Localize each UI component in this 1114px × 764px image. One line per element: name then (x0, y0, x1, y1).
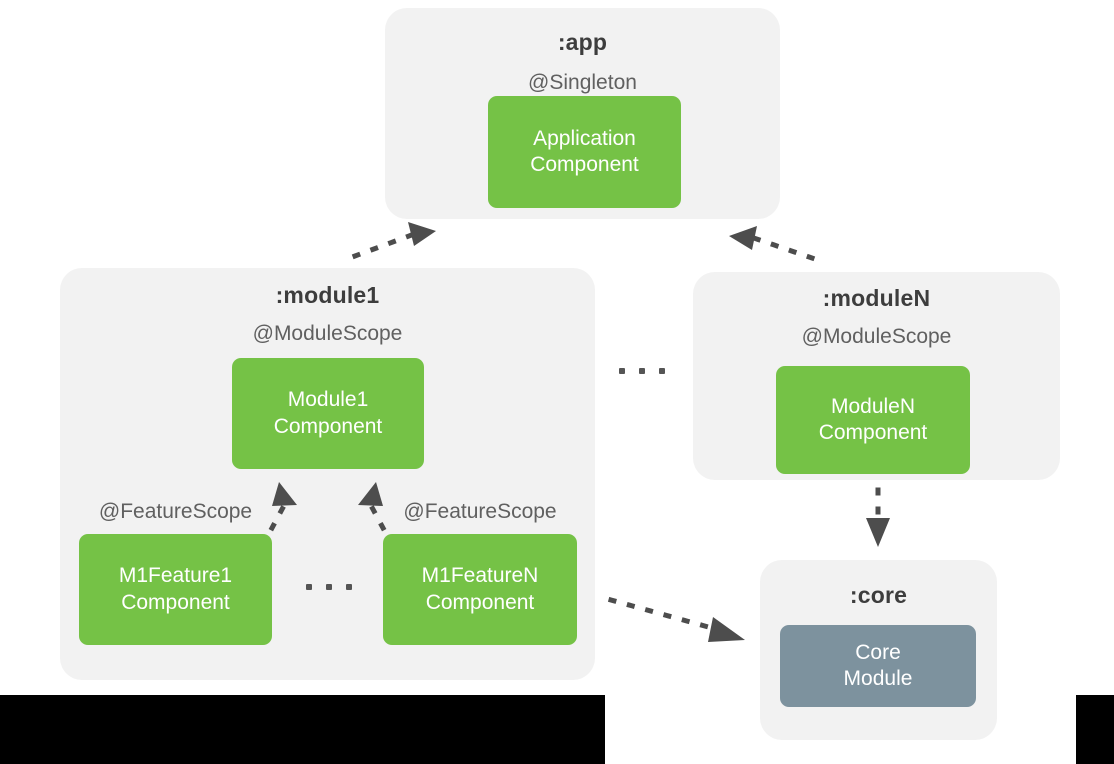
ellipsis-dot (639, 368, 645, 374)
scope-label-module1-modulescope: @ModuleScope (252, 322, 403, 345)
component-application[interactable]: Application Component (488, 96, 681, 208)
component-module1[interactable]: Module1 Component (232, 358, 424, 469)
component-m1featureN[interactable]: M1FeatureN Component (383, 534, 577, 645)
scope-label-app-singleton: @Singleton (528, 71, 637, 94)
component-m1feature1[interactable]: M1Feature1 Component (79, 534, 272, 645)
component-module1-line2: Component (273, 414, 383, 438)
component-core-module[interactable]: Core Module (780, 625, 976, 707)
ellipsis-dot (326, 584, 332, 590)
ellipsis-dot (659, 368, 665, 374)
component-application-line2: Component (530, 153, 639, 176)
ellipsis-dot (346, 584, 352, 590)
module-title-core: :core (849, 582, 908, 608)
arrow-module1-to-core (607, 596, 745, 642)
component-moduleN-line2: Component (818, 421, 928, 444)
module-title-moduleN: :moduleN (822, 285, 931, 311)
scope-label-moduleN-modulescope: @ModuleScope (801, 325, 952, 348)
scope-label-m1feature1-featurescope: @FeatureScope (98, 500, 253, 523)
component-core-module-line2: Module (843, 667, 913, 690)
ellipsis-features (306, 584, 352, 590)
module-title-app: :app (557, 29, 608, 55)
component-moduleN-line1: ModuleN (830, 394, 916, 418)
component-module1-line1: Module1 (287, 388, 369, 412)
arrow-moduleN-to-core (866, 487, 890, 547)
component-m1feature1-line1: M1Feature1 (118, 564, 233, 588)
module-title-module1: :module1 (275, 282, 380, 308)
scope-label-m1featureN-featurescope: @FeatureScope (403, 500, 557, 523)
component-m1featureN-line2: Component (425, 590, 535, 614)
component-moduleN[interactable]: ModuleN Component (776, 366, 970, 474)
ellipsis-dot (619, 368, 625, 374)
arrow-moduleN-to-app (729, 226, 816, 262)
component-m1featureN-line1: M1FeatureN (421, 564, 539, 588)
ellipsis-modules (619, 368, 665, 374)
ellipsis-dot (306, 584, 312, 590)
component-core-module-line1: Core (855, 640, 901, 664)
blackout-bar-left (0, 695, 605, 764)
component-m1feature1-line2: Component (121, 590, 230, 614)
component-application-line1: Application (533, 126, 636, 150)
blackout-bar-right (1076, 695, 1114, 764)
arrow-module1-to-app (351, 222, 436, 260)
